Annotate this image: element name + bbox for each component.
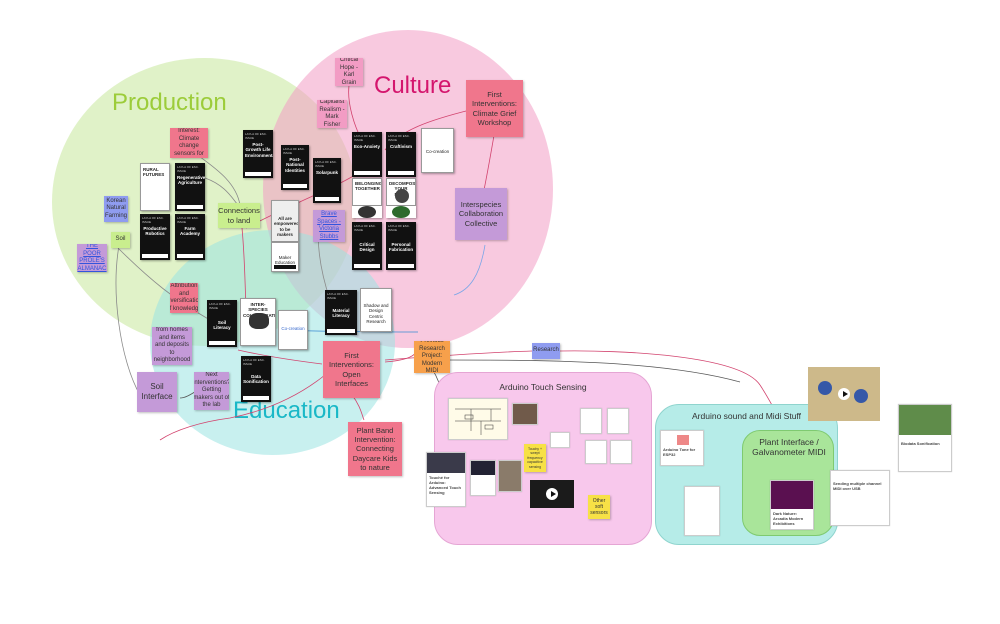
link-open-research bbox=[384, 350, 533, 361]
attribution-sticky[interactable]: Attribution and diversification of knowl… bbox=[170, 283, 198, 313]
critical-design-graphic bbox=[352, 206, 382, 218]
critical-hope-sticky[interactable]: Critical Hope - Karl Grain bbox=[335, 58, 363, 86]
link-doc-4[interactable] bbox=[585, 440, 607, 464]
link-doc-2[interactable] bbox=[580, 408, 602, 434]
all-empowered-card[interactable]: All are empowered to be makers bbox=[271, 200, 299, 242]
next-interventions-sticky[interactable]: Next Interventions? Getting makers out o… bbox=[194, 372, 229, 410]
touch-video[interactable] bbox=[530, 480, 574, 508]
first-interventions-open-sticky[interactable]: First Interventions: Open Interfaces bbox=[323, 341, 380, 398]
circuit-diagram[interactable] bbox=[448, 398, 508, 440]
other-soft-sensors-sticky[interactable]: Other soft sensors bbox=[588, 495, 610, 519]
link-doc-5[interactable] bbox=[610, 440, 632, 464]
co-creation-edu-card[interactable]: Co-creation bbox=[278, 310, 308, 350]
poor-proles-sticky[interactable]: THE POOR PROLE'S ALMANAC bbox=[77, 244, 107, 272]
connecting-accessories-sticky[interactable]: Connecting accessories from homes and it… bbox=[152, 327, 192, 365]
rural-futures-card[interactable]: RURAL FUTURES bbox=[140, 163, 170, 211]
touche-doc[interactable]: Touché for Arduino: Advanced Touch Sensi… bbox=[426, 452, 466, 507]
biodata-doc[interactable]: Biodata Sonification bbox=[898, 404, 952, 472]
touchy-sensing-sticky[interactable]: Touchy + swept frequency capacitive sens… bbox=[524, 444, 546, 472]
arduino-photo[interactable] bbox=[512, 403, 538, 425]
plant-band-sticky[interactable]: Plant Band Intervention: Connecting Dayc… bbox=[348, 422, 402, 476]
interspecies-sticky[interactable]: Interspecies Collaboration Collective bbox=[455, 188, 507, 240]
korean-farming-sticky[interactable]: Korean Natural Farming bbox=[104, 196, 128, 222]
first-interventions-climate-sticky[interactable]: First Interventions: Climate Grief Works… bbox=[466, 80, 523, 137]
interspecies-collab-card[interactable]: INTER-SPECIES COLLABORATION bbox=[240, 298, 276, 346]
sensor-photo-doc[interactable] bbox=[498, 460, 522, 492]
arduino-tone-doc[interactable]: Arduino Tone for ESP32 bbox=[660, 430, 704, 466]
soil-small-sticky[interactable]: Soil bbox=[111, 232, 130, 248]
shadow-design-card[interactable]: Shadow and Design Centric Research bbox=[360, 288, 392, 332]
dark-nature-doc[interactable]: Dark Nature: Arcadia Modern Exhibitions bbox=[770, 480, 814, 530]
link-doc-1[interactable] bbox=[550, 432, 570, 448]
connections-land-sticky[interactable]: Connections to land bbox=[218, 203, 260, 228]
production-title: Production bbox=[112, 89, 227, 116]
link-doc-3[interactable] bbox=[607, 408, 629, 434]
co-creation-card[interactable]: Co-creation bbox=[421, 128, 454, 173]
link-soil-interface bbox=[115, 239, 141, 396]
play-icon[interactable] bbox=[838, 388, 850, 400]
maker-education-card[interactable]: Maker Education bbox=[271, 242, 299, 272]
research-sticky[interactable]: Research bbox=[532, 343, 560, 359]
midi-doc-small[interactable] bbox=[684, 486, 720, 536]
sending-midi-doc[interactable]: Sending multiple channel MIDI over USB bbox=[830, 470, 890, 526]
capitalist-realism-sticky[interactable]: Capitalist Realism - Mark Fisher bbox=[317, 100, 347, 128]
fabrication-graphic bbox=[386, 206, 416, 218]
research-interest-sticky[interactable]: Research Interest: Climate change sensor… bbox=[170, 128, 208, 158]
play-icon[interactable] bbox=[546, 488, 558, 500]
sensor-graph-doc[interactable] bbox=[470, 460, 496, 496]
culture-title: Culture bbox=[374, 72, 452, 99]
decompose-card[interactable]: DECOMPOSE YOUR BODY bbox=[386, 178, 416, 206]
brave-spaces-sticky[interactable]: Brave Spaces - Victoria Stubbs bbox=[313, 210, 345, 242]
previous-research-sticky[interactable]: Previous Research Project: Modern MIDI bbox=[414, 341, 450, 373]
belonging-card[interactable]: BELONGING TOGETHER bbox=[352, 178, 382, 206]
plant-video[interactable] bbox=[808, 367, 880, 421]
soil-interface-sticky[interactable]: Soil Interface bbox=[137, 372, 177, 412]
